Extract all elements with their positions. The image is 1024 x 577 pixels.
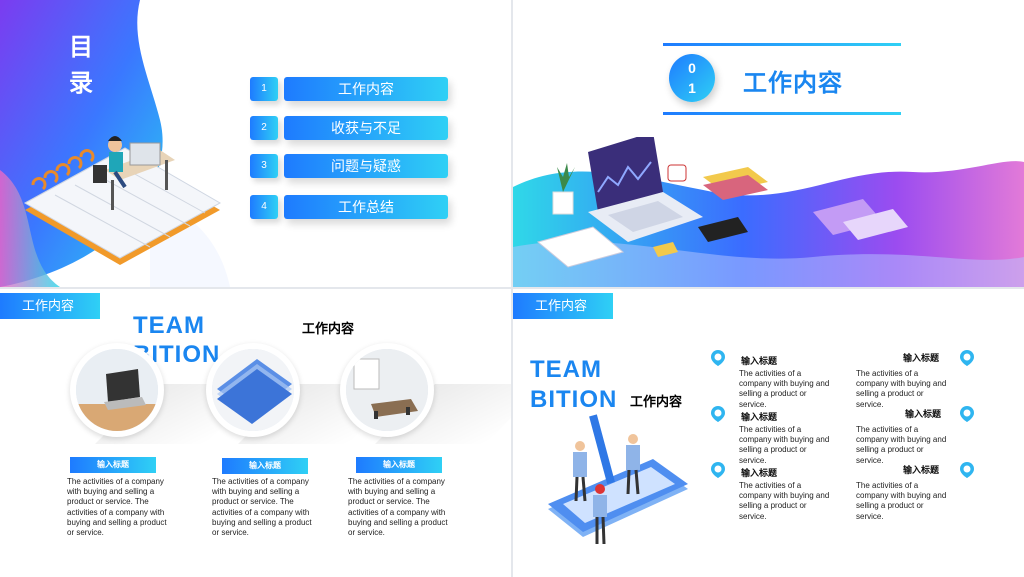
right-item-2-text: The activities of a company with buying … <box>856 425 947 465</box>
toc-title: 目录 <box>69 34 93 97</box>
team-tablet-illustration <box>548 414 688 545</box>
right-item-1-text: The activities of a company with buying … <box>856 369 947 409</box>
right-item-3-text: The activities of a company with buying … <box>856 481 947 521</box>
toc-item-2[interactable]: 2 收获与不足 <box>250 116 450 140</box>
toc-number: 1 <box>250 77 278 101</box>
badge-digit-top: 0 <box>688 60 696 76</box>
toc-number: 4 <box>250 195 278 219</box>
toc-item-1[interactable]: 1 工作内容 <box>250 77 450 101</box>
laptop-photo-icon <box>76 349 158 431</box>
toc-label: 问题与疑惑 <box>284 154 448 178</box>
right-item-2-title: 输入标题 <box>905 409 942 419</box>
location-pin-icon <box>960 350 974 366</box>
left-item-1-title: 输入标题 <box>741 356 778 366</box>
team-heading-line1: TEAM <box>530 356 602 383</box>
meeting-room-photo-icon <box>346 349 428 431</box>
left-item-3-text: The activities of a company with buying … <box>739 481 830 521</box>
left-item-2-text: The activities of a company with buying … <box>739 425 830 465</box>
top-rule <box>663 43 901 46</box>
team-heading-line2: BITION <box>530 386 618 413</box>
location-pin-icon <box>711 406 725 422</box>
toc-label: 工作总结 <box>284 195 448 219</box>
photo-laptop <box>70 343 164 437</box>
location-pin-icon <box>960 406 974 422</box>
column-1-text: The activities of a company with buying … <box>67 477 167 538</box>
toc-number: 2 <box>250 116 278 140</box>
location-pin-icon <box>711 462 725 478</box>
slide-team-list[interactable]: 工作内容 TEAM BITION 工作内容 输入标题 The activitie… <box>513 289 1024 577</box>
column-2-badge: 输入标题 <box>222 458 308 474</box>
slide-subtitle: 工作内容 <box>302 321 355 336</box>
column-3-badge: 输入标题 <box>356 457 442 473</box>
slide-toc[interactable]: 目录 1 工作内容 2 收获与不足 3 问题与疑惑 4 工作总结 <box>0 0 511 287</box>
slide-three-columns[interactable]: 工作内容 TEAM BITION 工作内容 输入标题 输入标题 输入标题 The <box>0 289 511 577</box>
toc-label: 收获与不足 <box>284 116 448 140</box>
bottom-rule <box>663 112 901 115</box>
left-item-1-text: The activities of a company with buying … <box>739 369 830 409</box>
right-item-1-title: 输入标题 <box>903 353 940 363</box>
section-tag: 工作内容 <box>513 293 613 319</box>
toc-item-4[interactable]: 4 工作总结 <box>250 195 450 219</box>
toc-item-3[interactable]: 3 问题与疑惑 <box>250 154 450 178</box>
badge-digit-bottom: 1 <box>688 80 696 96</box>
column-2-text: The activities of a company with buying … <box>212 477 312 538</box>
photo-meeting-room <box>340 343 434 437</box>
slide-subtitle: 工作内容 <box>630 394 683 409</box>
folders-photo-icon <box>212 349 294 431</box>
section-number-badge: 0 1 <box>669 54 715 102</box>
section-title: 工作内容 <box>743 70 843 97</box>
laptop-workspace-illustration <box>513 137 1024 287</box>
location-pin-icon <box>711 350 725 366</box>
toc-label: 工作内容 <box>284 77 448 101</box>
left-item-3-title: 输入标题 <box>741 468 778 478</box>
section-tag: 工作内容 <box>0 293 100 319</box>
photo-folders <box>206 343 300 437</box>
left-item-2-title: 输入标题 <box>741 412 778 422</box>
column-1-badge: 输入标题 <box>70 457 156 473</box>
right-item-3-title: 输入标题 <box>903 465 940 475</box>
slide-section-cover[interactable]: 0 1 工作内容 <box>513 0 1024 287</box>
desk-worker-illustration <box>23 136 222 265</box>
location-pin-icon <box>960 462 974 478</box>
toc-number: 3 <box>250 154 278 178</box>
team-heading-line1: TEAM <box>133 312 205 339</box>
column-3-text: The activities of a company with buying … <box>348 477 448 538</box>
